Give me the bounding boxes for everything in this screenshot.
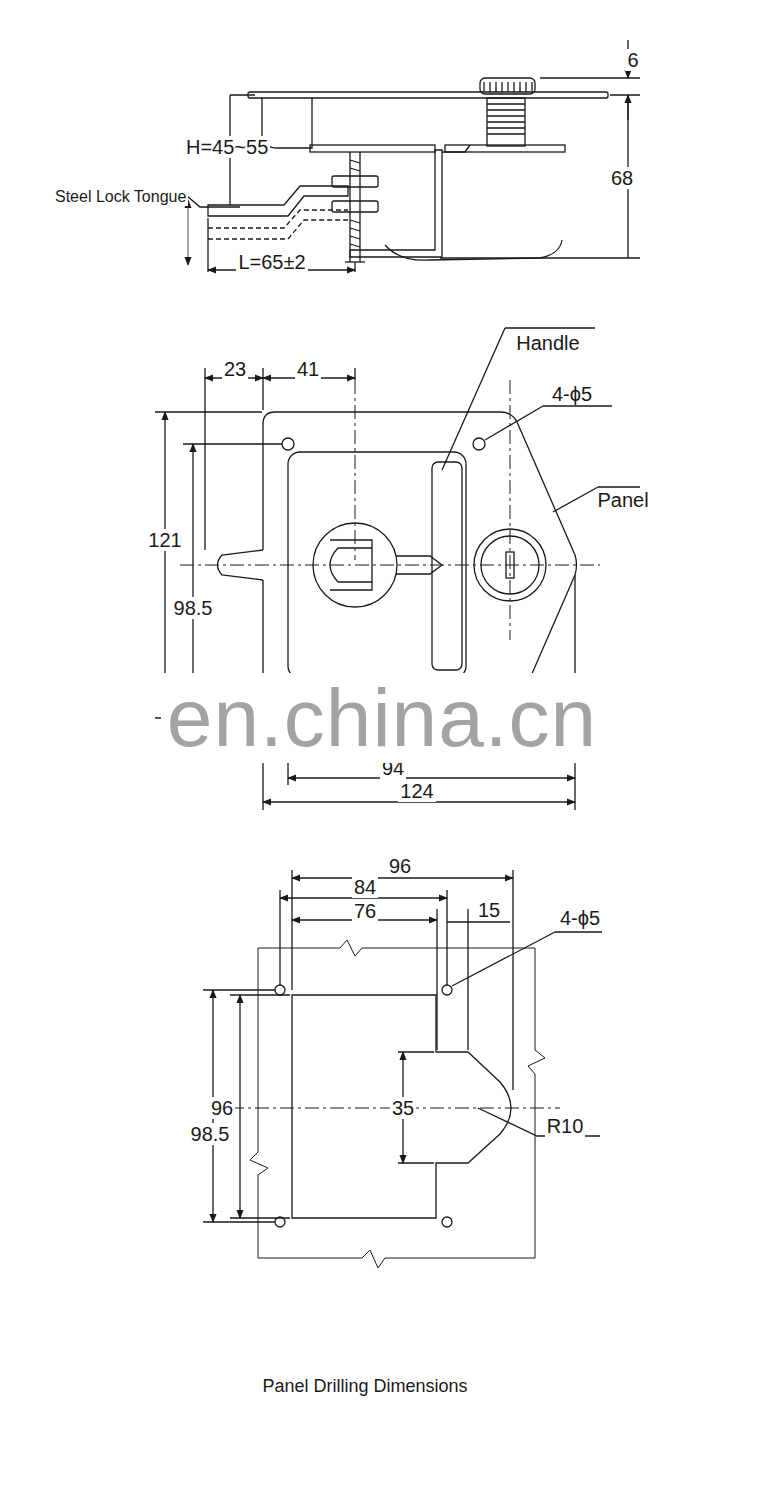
drilling-view: [203, 870, 602, 1268]
dimension: 76: [352, 900, 378, 922]
part-name: Handle: [514, 332, 581, 354]
dimension: L=65±2: [236, 251, 307, 273]
watermark: en.china.cn: [161, 673, 603, 763]
dimension: 96: [209, 1097, 235, 1119]
dimension: 41: [295, 358, 321, 380]
dimension: 6: [625, 49, 640, 71]
side-view: [180, 40, 640, 272]
dimension: 68: [609, 167, 635, 189]
dimension: 15: [476, 899, 502, 921]
dimension: H=45~55: [184, 136, 270, 158]
dimension: 23: [222, 358, 248, 380]
dimension: 98.5: [172, 597, 215, 619]
front-view: [155, 328, 640, 810]
dimension: 98.5: [189, 1123, 232, 1145]
dimension: 124: [398, 780, 435, 802]
dimension: 35: [390, 1097, 416, 1119]
hole-callout: 4-ϕ5: [558, 907, 602, 929]
part-name: Panel: [595, 489, 650, 511]
hole-callout: 4-ϕ5: [550, 383, 594, 405]
radius-callout: R10: [545, 1115, 586, 1137]
dimension: 84: [352, 876, 378, 898]
dimension: 96: [387, 855, 413, 877]
dimension: 121: [146, 529, 183, 551]
part-name: Steel Lock Tongue: [53, 188, 188, 206]
caption: Panel Drilling Dimensions: [260, 1377, 469, 1397]
